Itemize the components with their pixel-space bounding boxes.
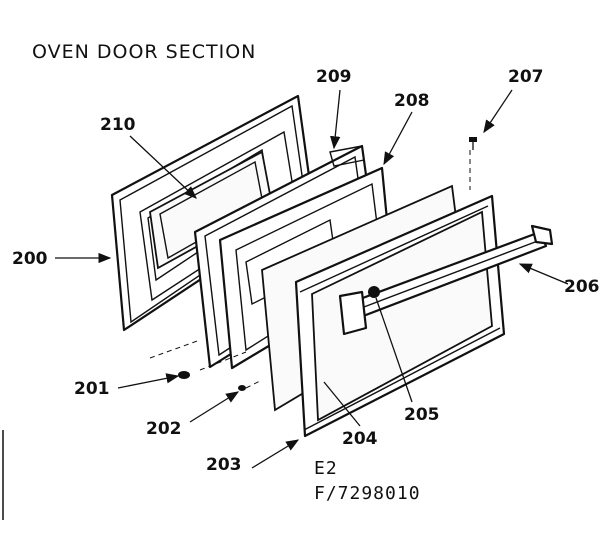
label-202: 202 [146,419,182,439]
part-203-front-frame [294,194,506,438]
label-209: 209 [316,67,352,87]
part-205-knob [368,286,380,298]
part-207-screw [469,137,477,150]
label-203: 203 [206,455,242,475]
label-200: 200 [12,249,48,269]
assembly-lines [149,150,471,389]
label-204: 204 [342,429,378,449]
part-202-screw [238,385,246,391]
leader-lines [55,89,569,469]
model-code: E2 [314,458,338,479]
part-number: F/7298010 [314,483,421,504]
part-201-screw [178,371,190,379]
label-206: 206 [564,277,600,297]
part-206-handle [338,224,554,336]
label-208: 208 [394,91,430,111]
diagram-title: OVEN DOOR SECTION [32,41,256,63]
label-207: 207 [508,67,544,87]
label-210: 210 [100,115,136,135]
label-205: 205 [404,405,440,425]
label-201: 201 [74,379,110,399]
